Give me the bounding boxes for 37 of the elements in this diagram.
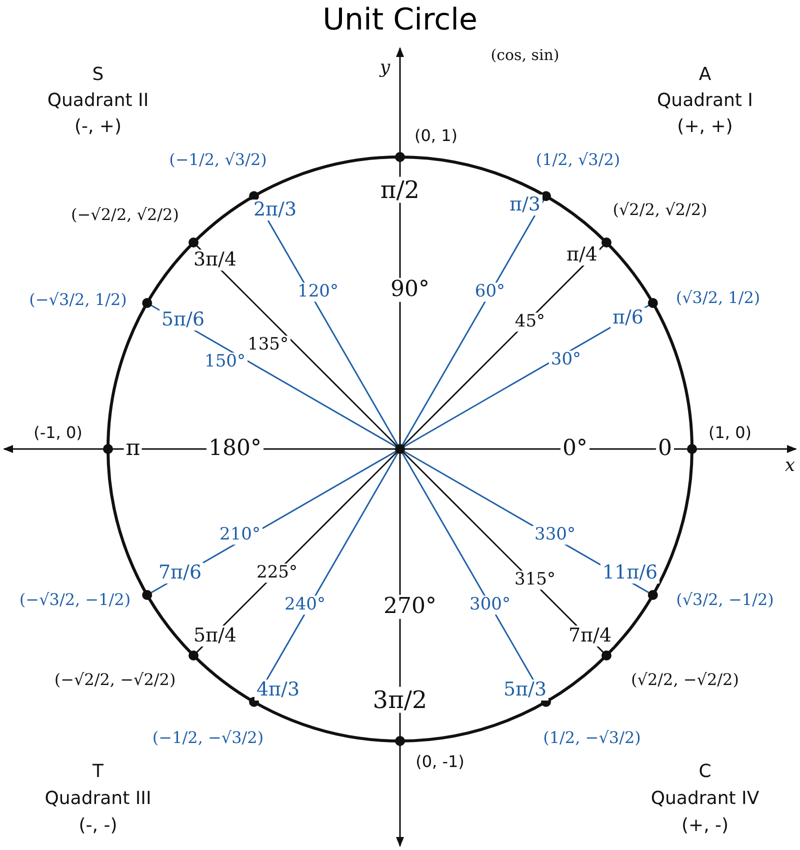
radian-label: 11π/6 (600, 562, 660, 584)
coordinate-label: (−1/2, √3/2) (169, 151, 267, 169)
degree-label: 210° (218, 526, 262, 544)
coordinate-label: (√2/2, −√2/2) (631, 671, 739, 689)
quadrant-letter: S (92, 65, 104, 85)
coordinate-label: (−√2/2, −√2/2) (54, 671, 176, 689)
axis-label: y (380, 58, 390, 78)
sign-label: (+, -) (681, 816, 729, 836)
title: Unit Circle (322, 4, 478, 36)
coordinate-label: (−√3/2, −1/2) (19, 591, 131, 609)
coordinate-label: (1, 0) (708, 424, 752, 442)
coordinate-label: (0, 1) (414, 127, 458, 145)
quadrant-letter: C (698, 762, 712, 782)
sign-label: (-, +) (74, 117, 122, 137)
quadrant-name: Quadrant III (44, 789, 152, 809)
coordinate-label: (√2/2, √2/2) (612, 201, 708, 219)
coordinate-label: (−1/2, −√3/2) (152, 729, 264, 747)
coordinate-label: (1/2, −√3/2) (543, 729, 641, 747)
sign-label: (+, +) (677, 117, 733, 137)
sign-label: (-, -) (78, 816, 118, 836)
coordinate-label: (−√2/2, √2/2) (71, 206, 179, 224)
quadrant-letter: T (92, 762, 104, 782)
axis-label: x (784, 456, 796, 476)
quadrant-name: Quadrant I (657, 91, 753, 111)
radian-label: π/3 (508, 194, 542, 216)
quadrant-name: Quadrant IV (650, 789, 760, 809)
radian-label: π/6 (610, 308, 646, 328)
legend-note: (cos, sin) (490, 46, 560, 64)
coordinate-label: (√3/2, −1/2) (676, 591, 774, 609)
quadrant-name: Quadrant II (47, 91, 149, 111)
coordinate-label: (√3/2, 1/2) (676, 289, 760, 307)
radian-label: π/4 (564, 244, 600, 266)
quadrant-letter: A (698, 65, 712, 85)
coordinate-label: (−√3/2, 1/2) (29, 291, 127, 309)
coordinate-label: (1/2, √3/2) (536, 151, 620, 169)
coordinate-label: (0, -1) (416, 753, 464, 771)
coordinate-label: (-1, 0) (34, 424, 82, 442)
